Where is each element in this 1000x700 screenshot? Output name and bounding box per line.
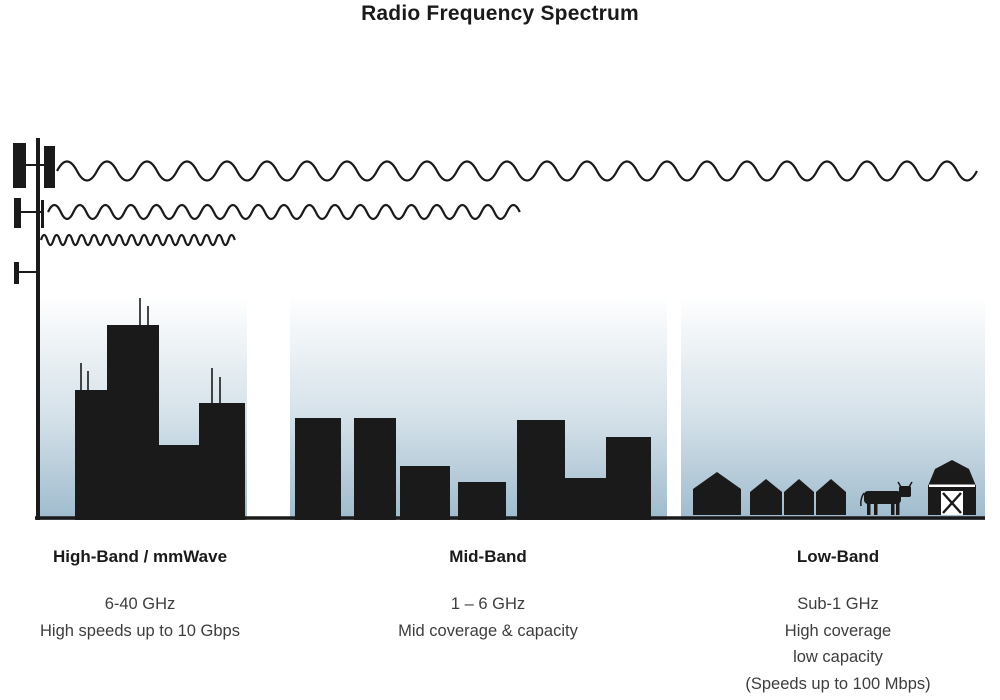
barn-door-crossbuck [942, 492, 962, 514]
short-wavelength-wave [39, 233, 236, 247]
cow-body [864, 491, 901, 504]
cow-leg [891, 502, 895, 515]
barn-body [928, 460, 976, 515]
band-frequency-low: Sub-1 GHz [797, 595, 879, 613]
cow-tail [860, 492, 865, 507]
cell-tower-icon [13, 138, 55, 520]
antenna-panel [44, 146, 55, 188]
band-caption-high: High-Band / mmWave 6-40 GHz High speeds … [10, 547, 270, 644]
cow-leg [867, 502, 871, 515]
tower-mast [36, 138, 40, 520]
midrise-building [400, 466, 450, 520]
barn-icon [928, 460, 976, 515]
rural-scene-icons [693, 460, 976, 515]
diagram-title: Radio Frequency Spectrum [361, 2, 639, 25]
midrise-building [517, 420, 565, 520]
band-name-mid: Mid-Band [449, 547, 527, 566]
cow-icon [860, 481, 913, 515]
band-detail-high: High speeds up to 10 Gbps [40, 621, 240, 640]
house-icon [693, 472, 741, 515]
antenna-panel [14, 198, 21, 228]
band-detail-mid: Mid coverage & capacity [398, 621, 578, 640]
band-name-low: Low-Band [796, 547, 880, 566]
skyscraper [159, 445, 199, 520]
cow-horn [908, 481, 913, 488]
antenna-panel [14, 262, 19, 284]
antenna-panel [13, 143, 26, 188]
midrise-buildings-icon [295, 418, 651, 520]
skyscraper [75, 390, 110, 520]
midrise-building [606, 437, 651, 520]
band-frequency-mid: 1 – 6 GHz [450, 595, 526, 613]
band-detail-low-1: High coverage [784, 621, 892, 640]
house-icon [784, 479, 814, 515]
skyscraper [107, 325, 159, 520]
long-wavelength-wave [56, 160, 978, 182]
house-icon [750, 479, 782, 515]
cow-leg [874, 502, 878, 515]
midrise-building [565, 478, 606, 520]
band-detail-low-3: (Speeds up to 100 Mbps) [745, 674, 931, 693]
band-caption-low: Low-Band Sub-1 GHz High coverage low cap… [700, 547, 976, 697]
medium-wavelength-wave [46, 203, 521, 221]
barn-roofline [929, 484, 975, 487]
city-skyline-icon [75, 298, 245, 520]
cow-head [899, 486, 911, 497]
cow-leg [896, 502, 900, 515]
cow-horn [897, 481, 902, 488]
radio-waves [39, 160, 978, 247]
antenna-panel [41, 200, 44, 228]
band-name-high: High-Band / mmWave [52, 547, 228, 566]
band-detail-low-2: low capacity [793, 648, 883, 666]
midrise-building [295, 418, 341, 520]
band-caption-mid: Mid-Band 1 – 6 GHz Mid coverage & capaci… [358, 547, 618, 644]
midrise-building [354, 418, 396, 520]
skyscraper [199, 403, 245, 520]
midrise-building [458, 482, 506, 520]
house-icon [816, 479, 846, 515]
band-frequency-high: 6-40 GHz [104, 595, 176, 613]
